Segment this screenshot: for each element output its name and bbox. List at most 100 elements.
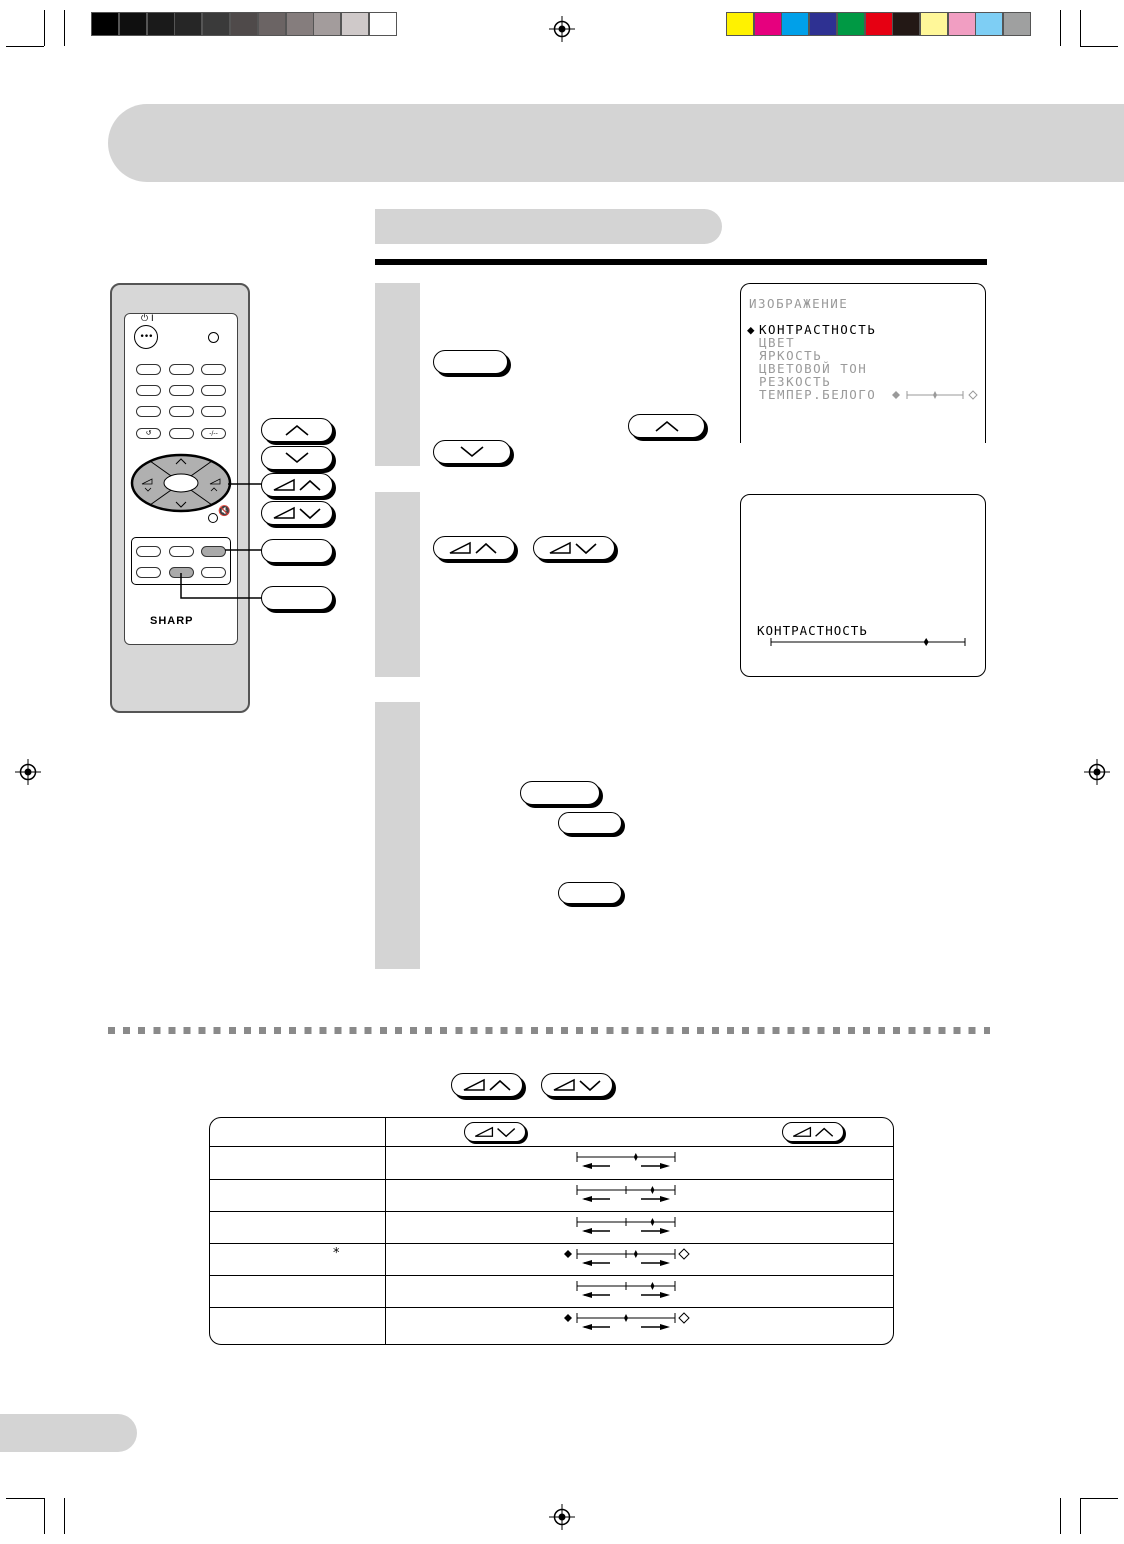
dotted-separator	[108, 1027, 990, 1034]
remote-button-1[interactable]	[136, 364, 161, 375]
slider-marker	[633, 1153, 638, 1161]
remote-button-0[interactable]	[169, 428, 194, 439]
note-volume-up-key[interactable]	[451, 1073, 523, 1097]
remote-button-2[interactable]	[169, 364, 194, 375]
table-sliders	[564, 1152, 690, 1330]
remote-func-button-6[interactable]	[201, 567, 226, 578]
grey-swatch	[285, 12, 314, 36]
grey-swatch	[118, 12, 147, 36]
osd-menu-item[interactable]: ЦВЕТОВОЙ ТОН	[759, 361, 868, 376]
grey-swatch	[146, 12, 175, 36]
registration-mark-bottom	[549, 1504, 575, 1530]
step3-menu-key[interactable]	[520, 781, 600, 805]
diamond-outline-icon	[678, 1312, 690, 1324]
remote-button-6[interactable]	[201, 385, 226, 396]
right-arrow-head	[660, 1260, 670, 1266]
mute-button[interactable]	[208, 513, 218, 523]
grey-swatch	[313, 12, 342, 36]
volume-up-key[interactable]	[261, 473, 333, 497]
step-3-bar	[375, 702, 420, 969]
left-arrow-head	[582, 1292, 592, 1298]
right-arrow-head	[660, 1292, 670, 1298]
step2-volume-down-key[interactable]	[533, 536, 615, 560]
table-divider	[385, 1118, 386, 1344]
diamond-outline-icon	[678, 1248, 690, 1260]
grey-swatch	[257, 12, 286, 36]
osd-menu-item[interactable]: РЕЗКОСТЬ	[759, 374, 832, 389]
step1-channel-down-key[interactable]	[433, 440, 511, 464]
left-arrow-head	[582, 1228, 592, 1234]
channel-up-key[interactable]	[261, 418, 333, 442]
table-row-rule	[210, 1179, 893, 1180]
right-arrow-head	[660, 1163, 670, 1169]
remote-button-5[interactable]	[169, 385, 194, 396]
step3-ok-key[interactable]	[558, 812, 622, 834]
step1-channel-up-key[interactable]	[628, 414, 705, 438]
digit-mode-button[interactable]: -/--	[201, 428, 226, 439]
remote-button-7[interactable]	[136, 406, 161, 417]
table-header-volume-up-key[interactable]	[782, 1122, 844, 1142]
registration-mark-left	[15, 759, 41, 785]
osd-menu-item[interactable]: КОНТРАСТНОСТЬ	[759, 322, 877, 337]
osd-selector-icon: ◆	[747, 322, 757, 337]
remote-brand-logo: SHARP	[150, 615, 194, 627]
remote-button-3[interactable]	[201, 364, 226, 375]
ok-key[interactable]	[261, 586, 333, 610]
direction-pad[interactable]	[130, 453, 232, 513]
right-arrow-head	[660, 1196, 670, 1202]
grey-swatch	[91, 12, 119, 36]
left-arrow-head	[582, 1196, 592, 1202]
table-row-rule	[210, 1146, 893, 1147]
remote-func-button-4[interactable]	[136, 567, 161, 578]
registration-mark-top	[549, 16, 575, 42]
step-1-bar	[375, 283, 420, 466]
color-swatch	[726, 12, 754, 36]
remote-button-9[interactable]	[201, 406, 226, 417]
osd-menu-item[interactable]: ЦВЕТ	[759, 335, 796, 350]
left-arrow-head	[582, 1163, 592, 1169]
step2-volume-up-key[interactable]	[433, 536, 515, 560]
volume-down-key[interactable]	[261, 501, 333, 525]
left-arrow-head	[582, 1324, 592, 1330]
color-swatch	[919, 12, 948, 36]
section-banner	[375, 209, 722, 244]
grey-swatch	[369, 12, 397, 36]
color-swatch	[753, 12, 782, 36]
color-swatch	[864, 12, 893, 36]
step-2-bar	[375, 492, 420, 677]
remote-func-button-1[interactable]	[136, 546, 161, 557]
power-button[interactable]: •••	[134, 325, 158, 349]
remote-func-button-2[interactable]	[169, 546, 194, 557]
remote-button-4[interactable]	[136, 385, 161, 396]
slider-marker	[633, 1250, 638, 1258]
note-volume-down-key[interactable]	[541, 1073, 613, 1097]
diamond-filled-icon	[564, 1314, 572, 1322]
flashback-button[interactable]: ↺	[136, 428, 161, 439]
osd-menu-title: ИЗОБРАЖЕНИЕ	[749, 296, 849, 311]
osd-picture-menu: ИЗОБРАЖЕНИЕ ◆ КОНТРАСТНОСТЬ ЦВЕТ ЯРКОСТЬ…	[740, 283, 986, 443]
menu-key[interactable]	[261, 539, 333, 563]
chapter-banner	[108, 104, 1124, 182]
table-row-rule	[210, 1275, 893, 1276]
step3-ok-key-2[interactable]	[558, 882, 622, 904]
osd-menu-item[interactable]: ТЕМПЕР.БЕЛОГО	[759, 387, 877, 402]
right-arrow-head	[660, 1228, 670, 1234]
grey-swatch	[230, 12, 258, 36]
remote-button-8[interactable]	[169, 406, 194, 417]
osd-white-temp-slider	[892, 390, 978, 400]
mute-icon: 🔇	[218, 506, 231, 517]
osd-menu-item[interactable]: ЯРКОСТЬ	[759, 348, 823, 363]
table-header-volume-down-key[interactable]	[464, 1122, 526, 1142]
osd-adjust-bar	[770, 638, 966, 646]
left-arrow-head	[582, 1260, 592, 1266]
section-rule	[375, 259, 987, 265]
registration-mark-right	[1084, 759, 1110, 785]
menu-button-remote[interactable]	[201, 546, 226, 557]
color-swatch	[809, 12, 838, 36]
footnote-marker: *	[333, 1246, 340, 1261]
channel-down-key[interactable]	[261, 446, 333, 470]
step1-menu-key[interactable]	[433, 350, 508, 374]
osd-adjust-marker	[923, 638, 929, 646]
grey-swatch	[202, 12, 231, 36]
color-swatch	[892, 12, 921, 36]
